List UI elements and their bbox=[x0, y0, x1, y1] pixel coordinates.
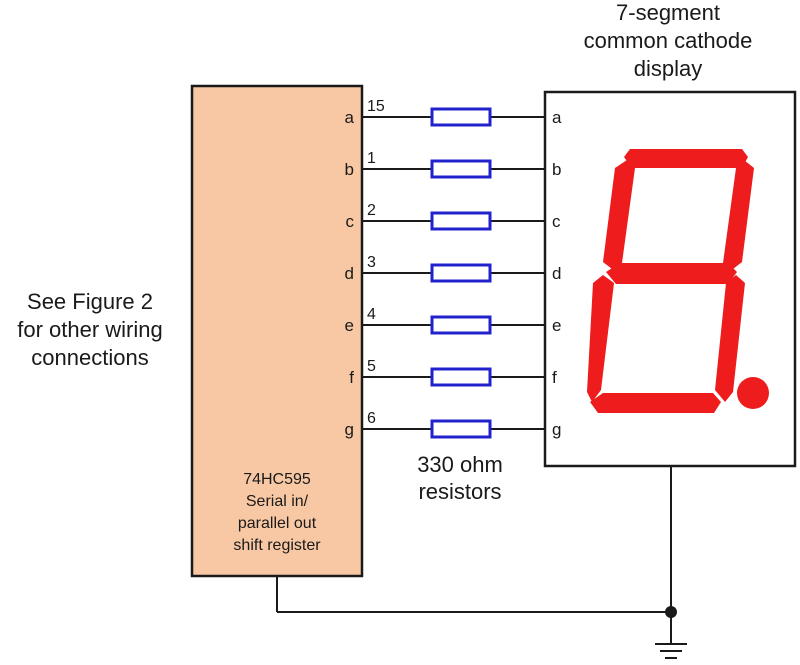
display-pin-label-a: a bbox=[552, 108, 562, 127]
segment-d bbox=[590, 393, 721, 413]
display-title-line-3: display bbox=[634, 56, 702, 81]
chip-label-line-4: shift register bbox=[233, 537, 321, 554]
chip-pin-label-f: f bbox=[349, 368, 354, 387]
resistor-e bbox=[430, 315, 492, 335]
note-line-3: connections bbox=[31, 345, 148, 370]
pin-number-g: 6 bbox=[367, 410, 376, 427]
chip-pin-label-b: b bbox=[345, 160, 354, 179]
ground-junction-dot bbox=[665, 606, 677, 618]
resistor-g bbox=[430, 419, 492, 439]
segment-dp bbox=[737, 377, 769, 409]
segment-c bbox=[715, 275, 745, 402]
segment-e bbox=[587, 275, 614, 402]
segment-f bbox=[603, 160, 635, 269]
chip-pin-label-e: e bbox=[345, 316, 354, 335]
pin-number-d: 3 bbox=[367, 254, 376, 271]
chip-label-line-1: 74HC595 bbox=[243, 471, 311, 488]
resistors-label-line-2: resistors bbox=[418, 479, 501, 504]
digit-segments bbox=[587, 149, 769, 413]
segment-g bbox=[606, 263, 737, 284]
display-pin-label-c: c bbox=[552, 212, 561, 231]
display-pin-label-d: d bbox=[552, 264, 561, 283]
resistor-b bbox=[430, 159, 492, 179]
pin-number-a: 15 bbox=[367, 98, 385, 115]
display-title-line-1: 7-segment bbox=[616, 0, 720, 25]
display-title-line-2: common cathode bbox=[584, 28, 753, 53]
chip-label-line-3: parallel out bbox=[238, 515, 317, 532]
chip-pin-label-d: d bbox=[345, 264, 354, 283]
chip-pin-label-c: c bbox=[346, 212, 355, 231]
segment-a bbox=[624, 149, 748, 168]
resistors-label-line-1: 330 ohm bbox=[417, 452, 503, 477]
resistor-c bbox=[430, 211, 492, 231]
display-pin-label-g: g bbox=[552, 420, 561, 439]
shift-register-chip bbox=[190, 84, 364, 578]
resistor-d bbox=[430, 263, 492, 283]
pin-number-b: 1 bbox=[367, 150, 376, 167]
display-pin-label-b: b bbox=[552, 160, 561, 179]
chip-pin-label-a: a bbox=[345, 108, 355, 127]
segment-b bbox=[723, 160, 754, 269]
resistor-f bbox=[430, 367, 492, 387]
display-pin-label-e: e bbox=[552, 316, 561, 335]
pin-number-c: 2 bbox=[367, 202, 376, 219]
chip-label-line-2: Serial in/ bbox=[246, 493, 309, 510]
resistor-a bbox=[430, 107, 492, 127]
pin-number-e: 4 bbox=[367, 306, 376, 323]
display-pin-label-f: f bbox=[552, 368, 557, 387]
note-line-1: See Figure 2 bbox=[27, 289, 153, 314]
pin-number-f: 5 bbox=[367, 358, 376, 375]
note-line-2: for other wiring bbox=[17, 317, 163, 342]
chip-pin-label-g: g bbox=[345, 420, 354, 439]
